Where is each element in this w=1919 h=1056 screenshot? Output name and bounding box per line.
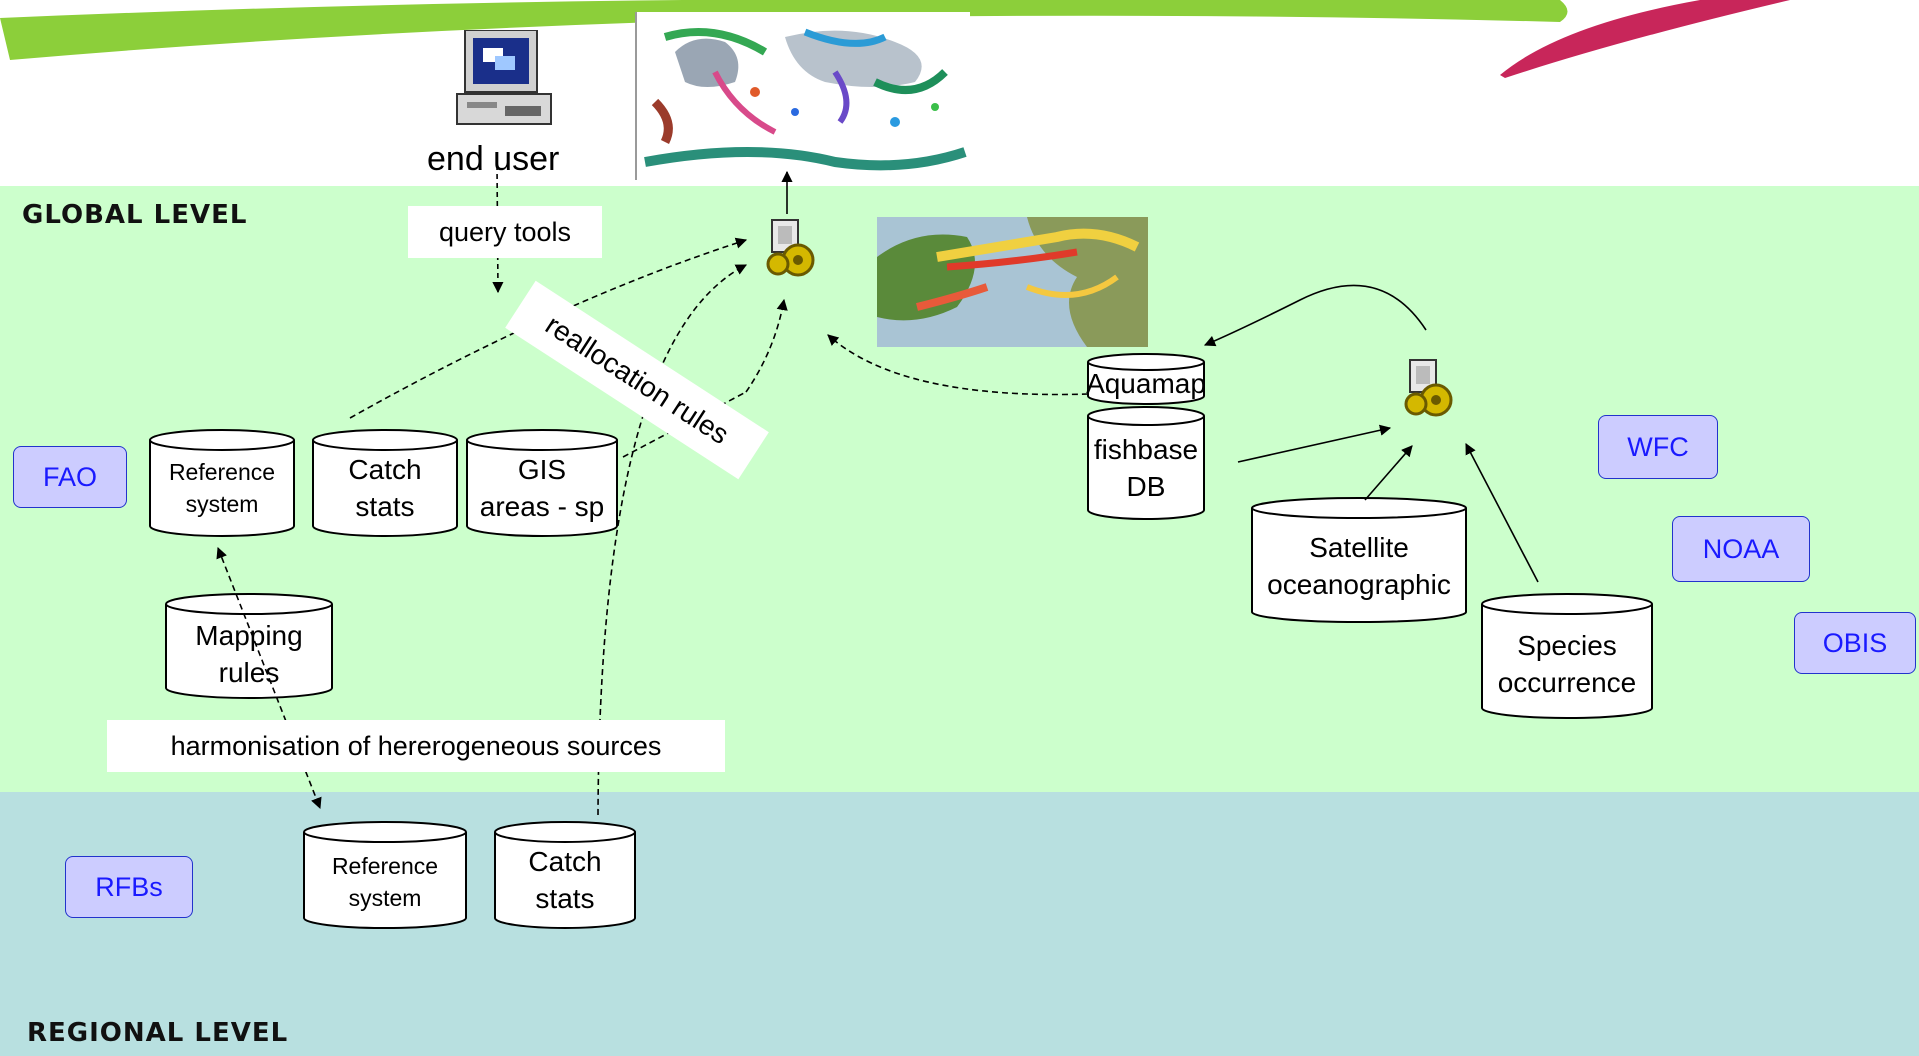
world-distribution-map [635,12,970,180]
org-fao: FAO [13,446,127,508]
org-obis: OBIS [1794,612,1916,674]
atlantic-species-map [877,217,1148,347]
process-gear-icon-aquamap [1404,359,1453,417]
process-gear-icon-main [766,219,815,277]
harmonisation-label: harmonisation of hererogeneous sources [107,720,725,772]
global-level-title: GLOBAL LEVEL [22,200,248,230]
org-rfbs: RFBs [65,856,193,918]
end-user-label: end user [427,140,560,178]
regional-level-title: REGIONAL LEVEL [27,1018,289,1048]
org-wfc: WFC [1598,415,1718,479]
org-noaa: NOAA [1672,516,1810,582]
computer-terminal-icon [456,30,552,125]
aquamap-db: Aquamap [1086,367,1206,399]
header-swoosh [0,0,1790,78]
query-tools-label: query tools [408,206,602,258]
